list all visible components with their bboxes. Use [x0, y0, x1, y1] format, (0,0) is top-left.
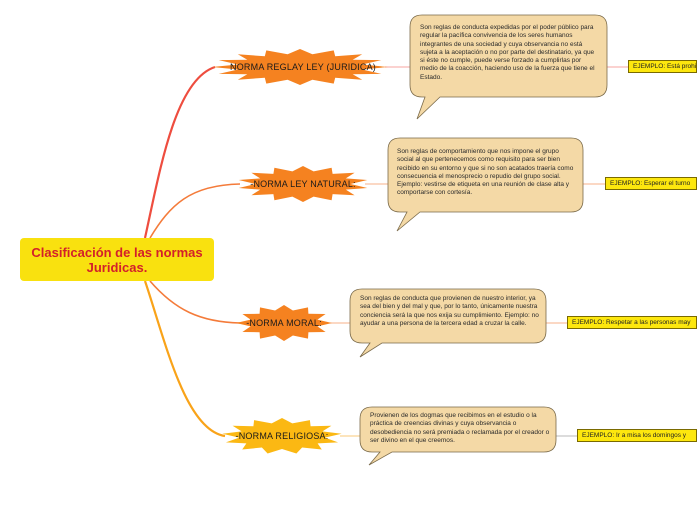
definition-bubble-moral[interactable] — [349, 288, 547, 358]
branch-label-natural: -NORMA LEY NATURAL: — [250, 179, 356, 189]
example-tag-religious[interactable]: EJEMPLO: Ir a misa los domingos y — [577, 429, 697, 442]
branch-label-legal: NORMA REGLAY LEY (JURIDICA) — [230, 62, 376, 72]
branch-node-starburst-legal[interactable] — [212, 49, 388, 85]
connector-central-branch-1 — [143, 65, 216, 239]
central-topic-title: Clasificación de las normas Juridicas. — [31, 244, 203, 275]
connector-central-branch-4 — [143, 280, 226, 438]
branch-label-moral: -NORMA MORAL: — [246, 318, 322, 328]
definition-bubble-legal[interactable] — [409, 14, 608, 120]
definition-text-natural: Son reglas de comportamiento que nos imp… — [397, 148, 574, 197]
definition-text-religious: Provienen de los dogmas que recibimos en… — [370, 412, 550, 444]
example-tag-moral[interactable]: EJEMPLO: Respetar a las personas may — [567, 316, 697, 329]
branch-label-religious: -NORMA RELIGIOSA: — [235, 431, 329, 441]
definition-text-moral: Son reglas de conducta que provienen de … — [360, 295, 539, 327]
definition-text-legal: Son reglas de conducta expedidas por el … — [420, 24, 595, 81]
branch-node-starburst-moral[interactable] — [236, 305, 332, 341]
example-tag-natural[interactable]: EJEMPLO: Esperar el turno — [605, 177, 697, 190]
branch-node-starburst-natural[interactable] — [238, 166, 368, 202]
example-tag-legal[interactable]: EJEMPLO: Está prohi — [628, 60, 697, 73]
connector-central-branch-2 — [149, 183, 241, 239]
central-topic[interactable]: Clasificación de las normas Juridicas. — [20, 238, 214, 281]
definition-bubble-religious[interactable] — [359, 406, 557, 466]
definition-bubble-natural[interactable] — [387, 137, 584, 232]
connector-central-branch-3 — [149, 280, 241, 324]
branch-node-starburst-religious[interactable] — [222, 418, 342, 454]
